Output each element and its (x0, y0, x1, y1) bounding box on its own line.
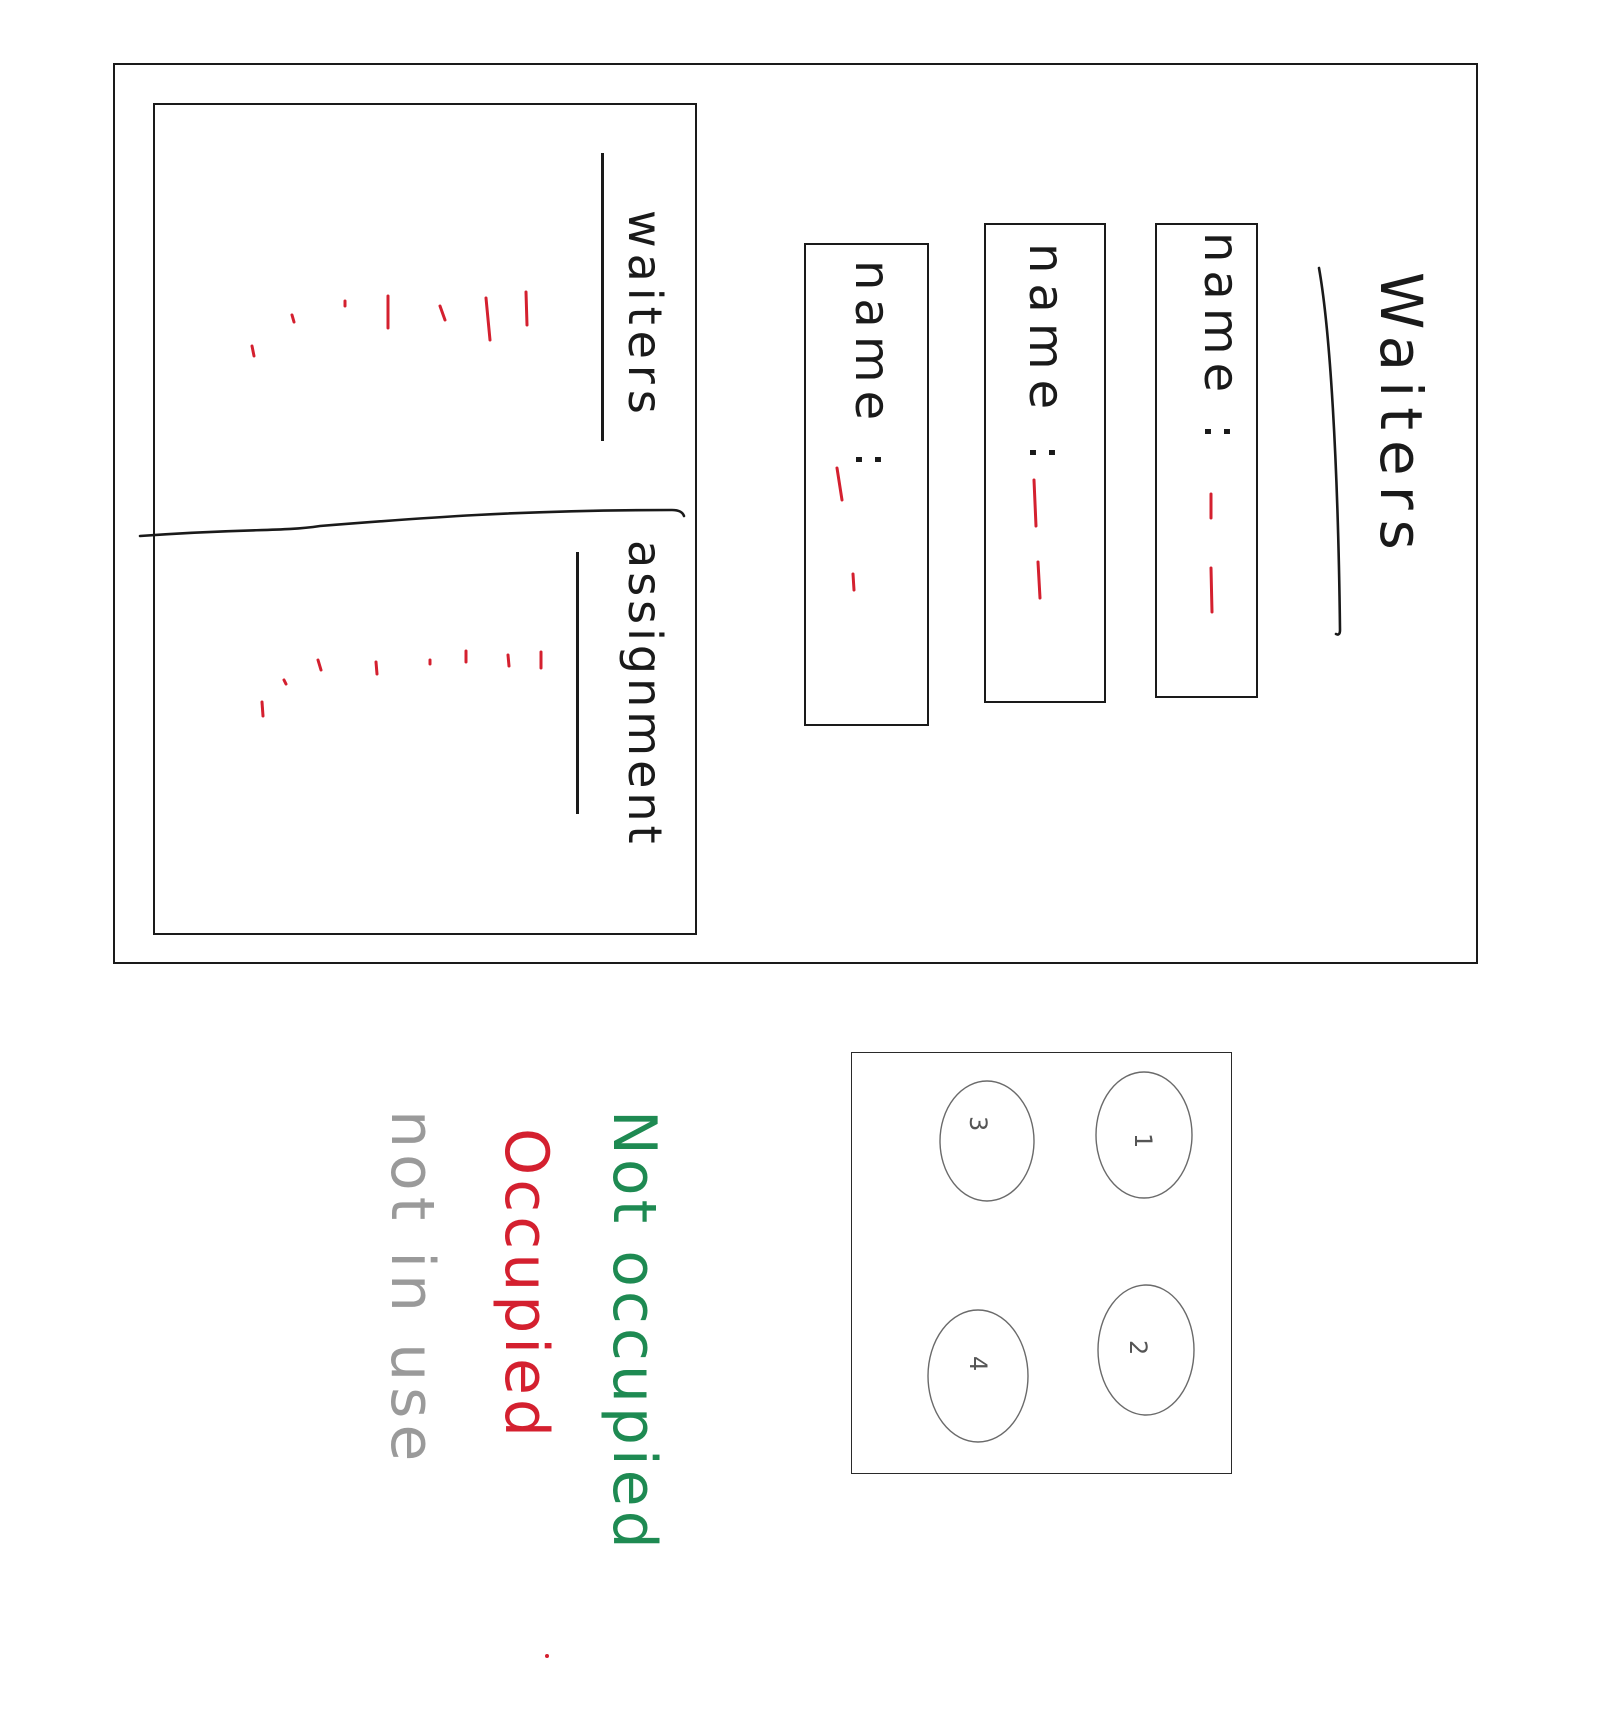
table-1 (1095, 1071, 1193, 1199)
waiter-card[interactable] (984, 223, 1106, 703)
legend-not-occupied: Not occupied (599, 1110, 669, 1553)
table-1-number[interactable]: 1 (1129, 1133, 1157, 1149)
legend-not-in-use: not in use (377, 1110, 447, 1468)
table-4-number[interactable]: 4 (964, 1356, 992, 1372)
table-2 (1097, 1284, 1195, 1416)
screen-frame (113, 63, 1478, 964)
stray-dot (545, 1654, 549, 1658)
table-2-number[interactable]: 2 (1124, 1340, 1152, 1356)
panel-assignment-underline (576, 552, 579, 814)
waiter-card[interactable] (804, 243, 929, 726)
panel-waiters-underline (601, 153, 604, 441)
table-4 (927, 1309, 1029, 1443)
table-map (851, 1052, 1232, 1474)
side-panel (153, 103, 697, 935)
waiter-card[interactable] (1155, 223, 1258, 698)
table-3-number[interactable]: 3 (964, 1116, 992, 1132)
table-3 (939, 1080, 1035, 1202)
legend-occupied: Occupied (491, 1128, 561, 1441)
